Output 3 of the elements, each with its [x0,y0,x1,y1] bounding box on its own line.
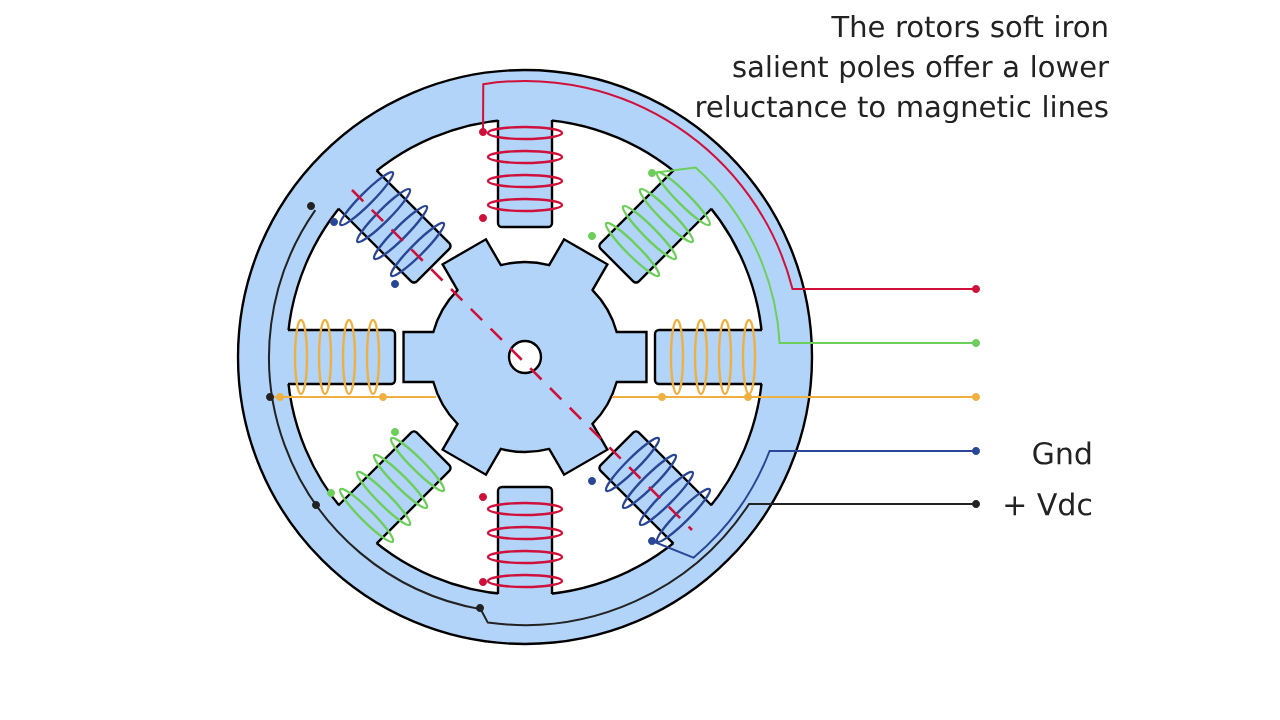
terminal-label: Gnd [1033,441,1091,465]
terminal-label: + Vdc [1005,492,1092,516]
title: The rotors soft iron salient poles offer a lower reluctance to magnetic lines [697,15,1109,124]
